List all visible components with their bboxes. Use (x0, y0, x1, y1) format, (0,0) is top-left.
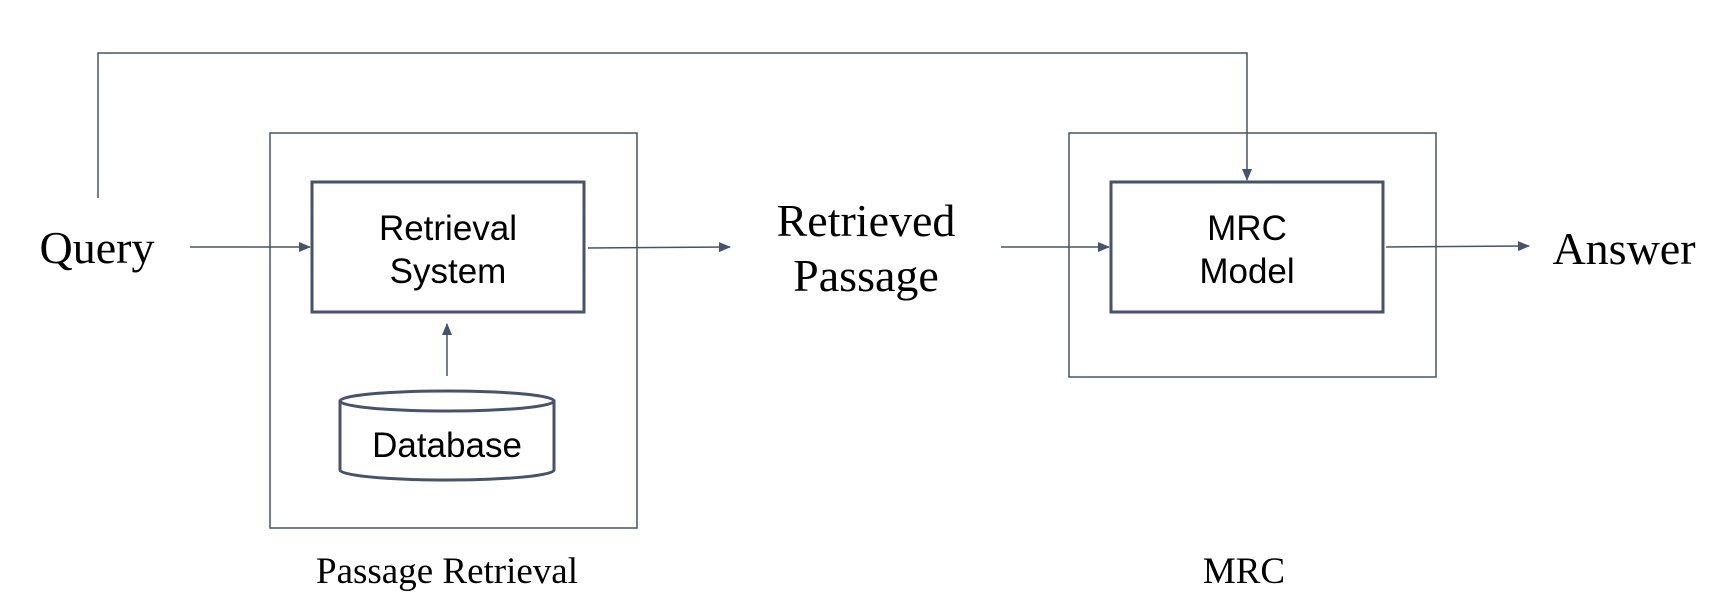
mrc-group-label: MRC (1203, 551, 1285, 592)
mrc-group-box (1068, 132, 1437, 378)
mrc-model-label-line2: Model (1199, 252, 1294, 291)
mrc-model-label-line1: MRC (1207, 209, 1287, 248)
mrc-model-box (1109, 180, 1385, 314)
edge-retrieval-to-passage (587, 242, 731, 253)
edge-query-to-mrc (97, 52, 1252, 198)
database-cylinder (338, 389, 556, 482)
passage-retrieval-group-label: Passage Retrieval (316, 551, 578, 592)
query-label: Query (40, 222, 155, 273)
answer-label: Answer (1552, 223, 1695, 274)
database-label: Database (372, 426, 522, 465)
passage-retrieval-group-box (269, 132, 638, 529)
retrieved-passage-label-line2: Passage (793, 250, 939, 301)
retrieval-system-label-line1: Retrieval (379, 209, 517, 248)
retrieval-system-label-line2: System (390, 252, 507, 291)
retrieval-system-box (310, 180, 586, 314)
retrieved-passage-label-line1: Retrieved (777, 195, 956, 246)
edge-mrc-to-answer (1385, 241, 1530, 252)
